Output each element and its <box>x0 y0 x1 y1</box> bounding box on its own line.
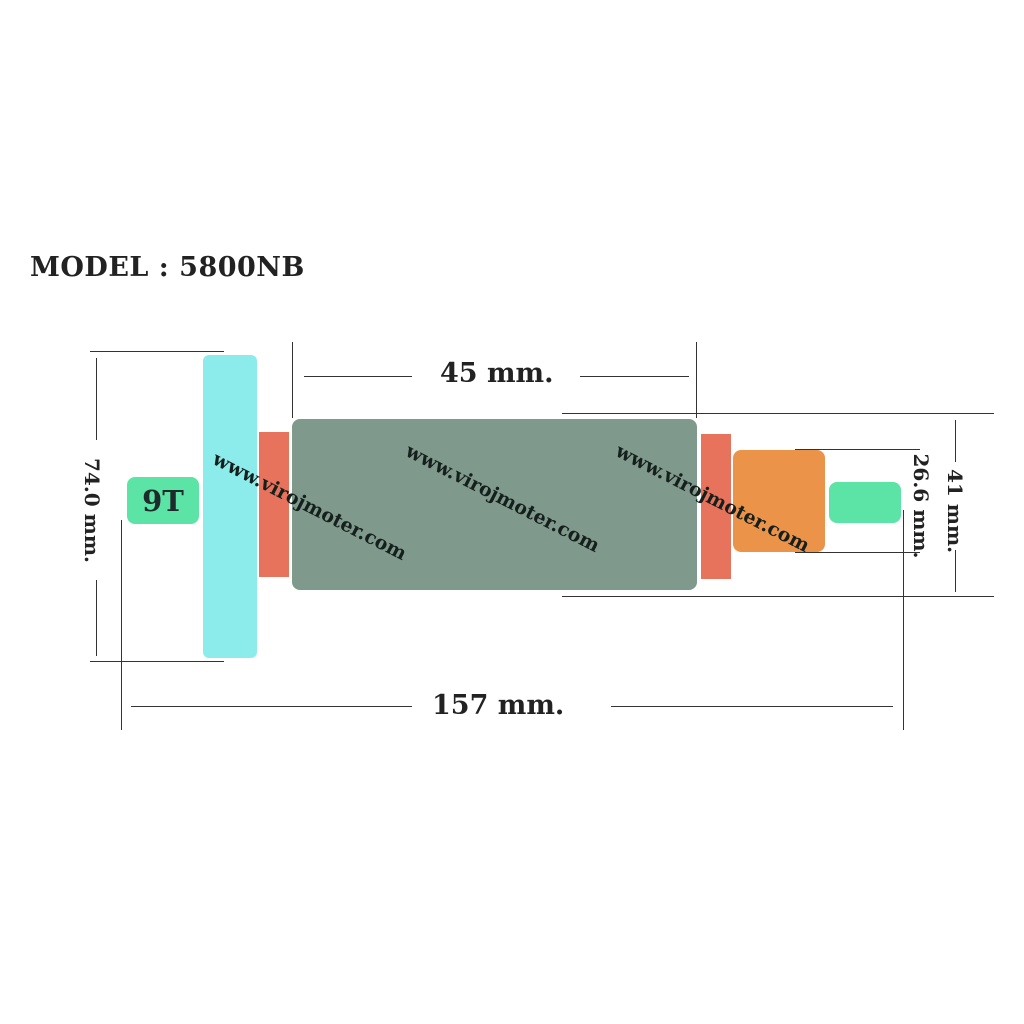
gear-badge: 9T <box>127 477 199 524</box>
gear-label: 9T <box>142 483 184 518</box>
fan-part <box>203 355 257 658</box>
left-insulator-part <box>259 432 289 577</box>
shaft-end-part <box>829 482 901 523</box>
total-length-label: 157 mm. <box>432 690 565 721</box>
core-diameter-label: 41 mm. <box>943 469 967 554</box>
fan-diameter-label: 74.0 mm. <box>80 458 104 563</box>
bearing-diameter-label: 26.6 mm. <box>909 453 933 559</box>
armature-core-part <box>292 419 697 590</box>
right-insulator-part <box>701 434 731 579</box>
core-length-label: 45 mm. <box>440 358 554 389</box>
commutator-part <box>733 450 825 552</box>
model-title: MODEL : 5800NB <box>30 252 305 283</box>
